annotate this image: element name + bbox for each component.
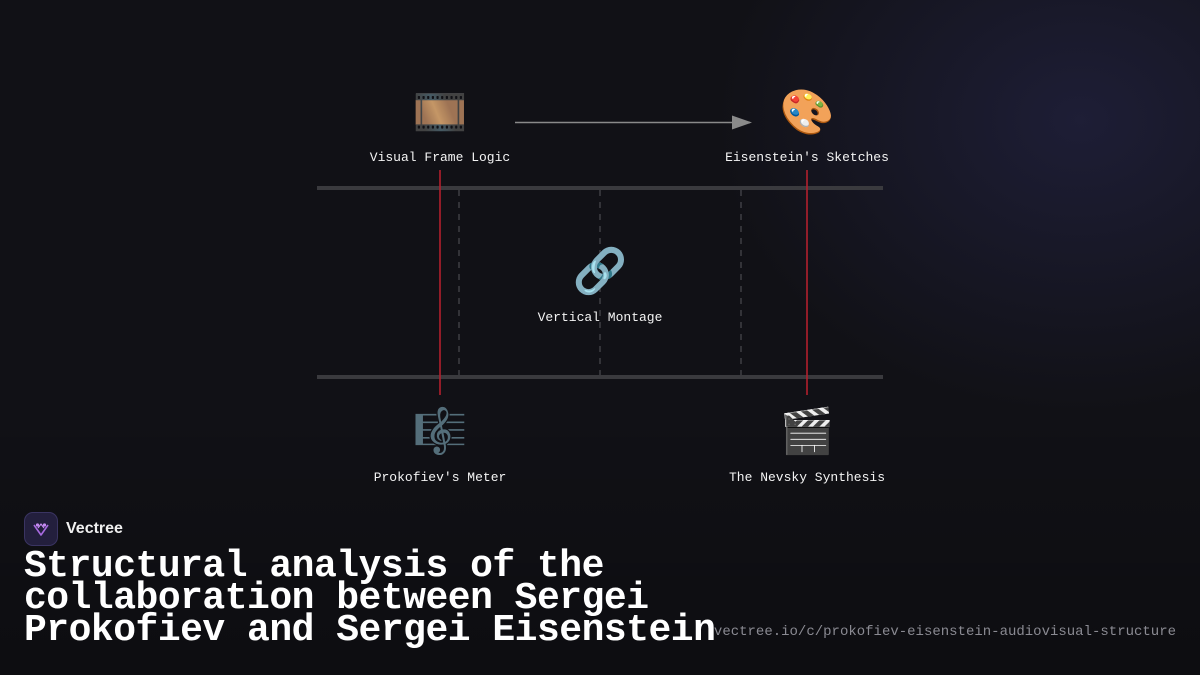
palette-icon: 🎨: [780, 85, 835, 141]
node-label: Eisenstein's Sketches: [725, 150, 889, 165]
node-eisensteins-sketches: 🎨 Eisenstein's Sketches: [725, 85, 889, 165]
brand-name: Vectree: [66, 520, 123, 537]
node-nevsky-synthesis: 🎬 The Nevsky Synthesis: [729, 406, 885, 485]
musical-score-icon: 🎼: [413, 406, 468, 460]
node-label: Prokofiev's Meter: [374, 470, 507, 485]
link-icon: 🔗: [573, 244, 628, 300]
node-vertical-montage: 🔗 Vertical Montage: [538, 244, 663, 325]
node-label: Visual Frame Logic: [370, 150, 510, 165]
source-url: vectree.io/c/prokofiev-eisenstein-audiov…: [713, 624, 1176, 640]
node-prokofievs-meter: 🎼 Prokofiev's Meter: [374, 406, 507, 485]
vectree-logo-icon: [24, 512, 58, 546]
node-label: The Nevsky Synthesis: [729, 470, 885, 485]
node-visual-frame-logic: 🎞️ Visual Frame Logic: [370, 91, 510, 165]
brand: Vectree: [24, 512, 123, 546]
clapperboard-icon: 🎬: [780, 406, 835, 460]
page-title: Structural analysis of the collaboration…: [24, 545, 716, 652]
film-frames-icon: 🎞️: [413, 91, 468, 141]
node-label: Vertical Montage: [538, 310, 663, 325]
